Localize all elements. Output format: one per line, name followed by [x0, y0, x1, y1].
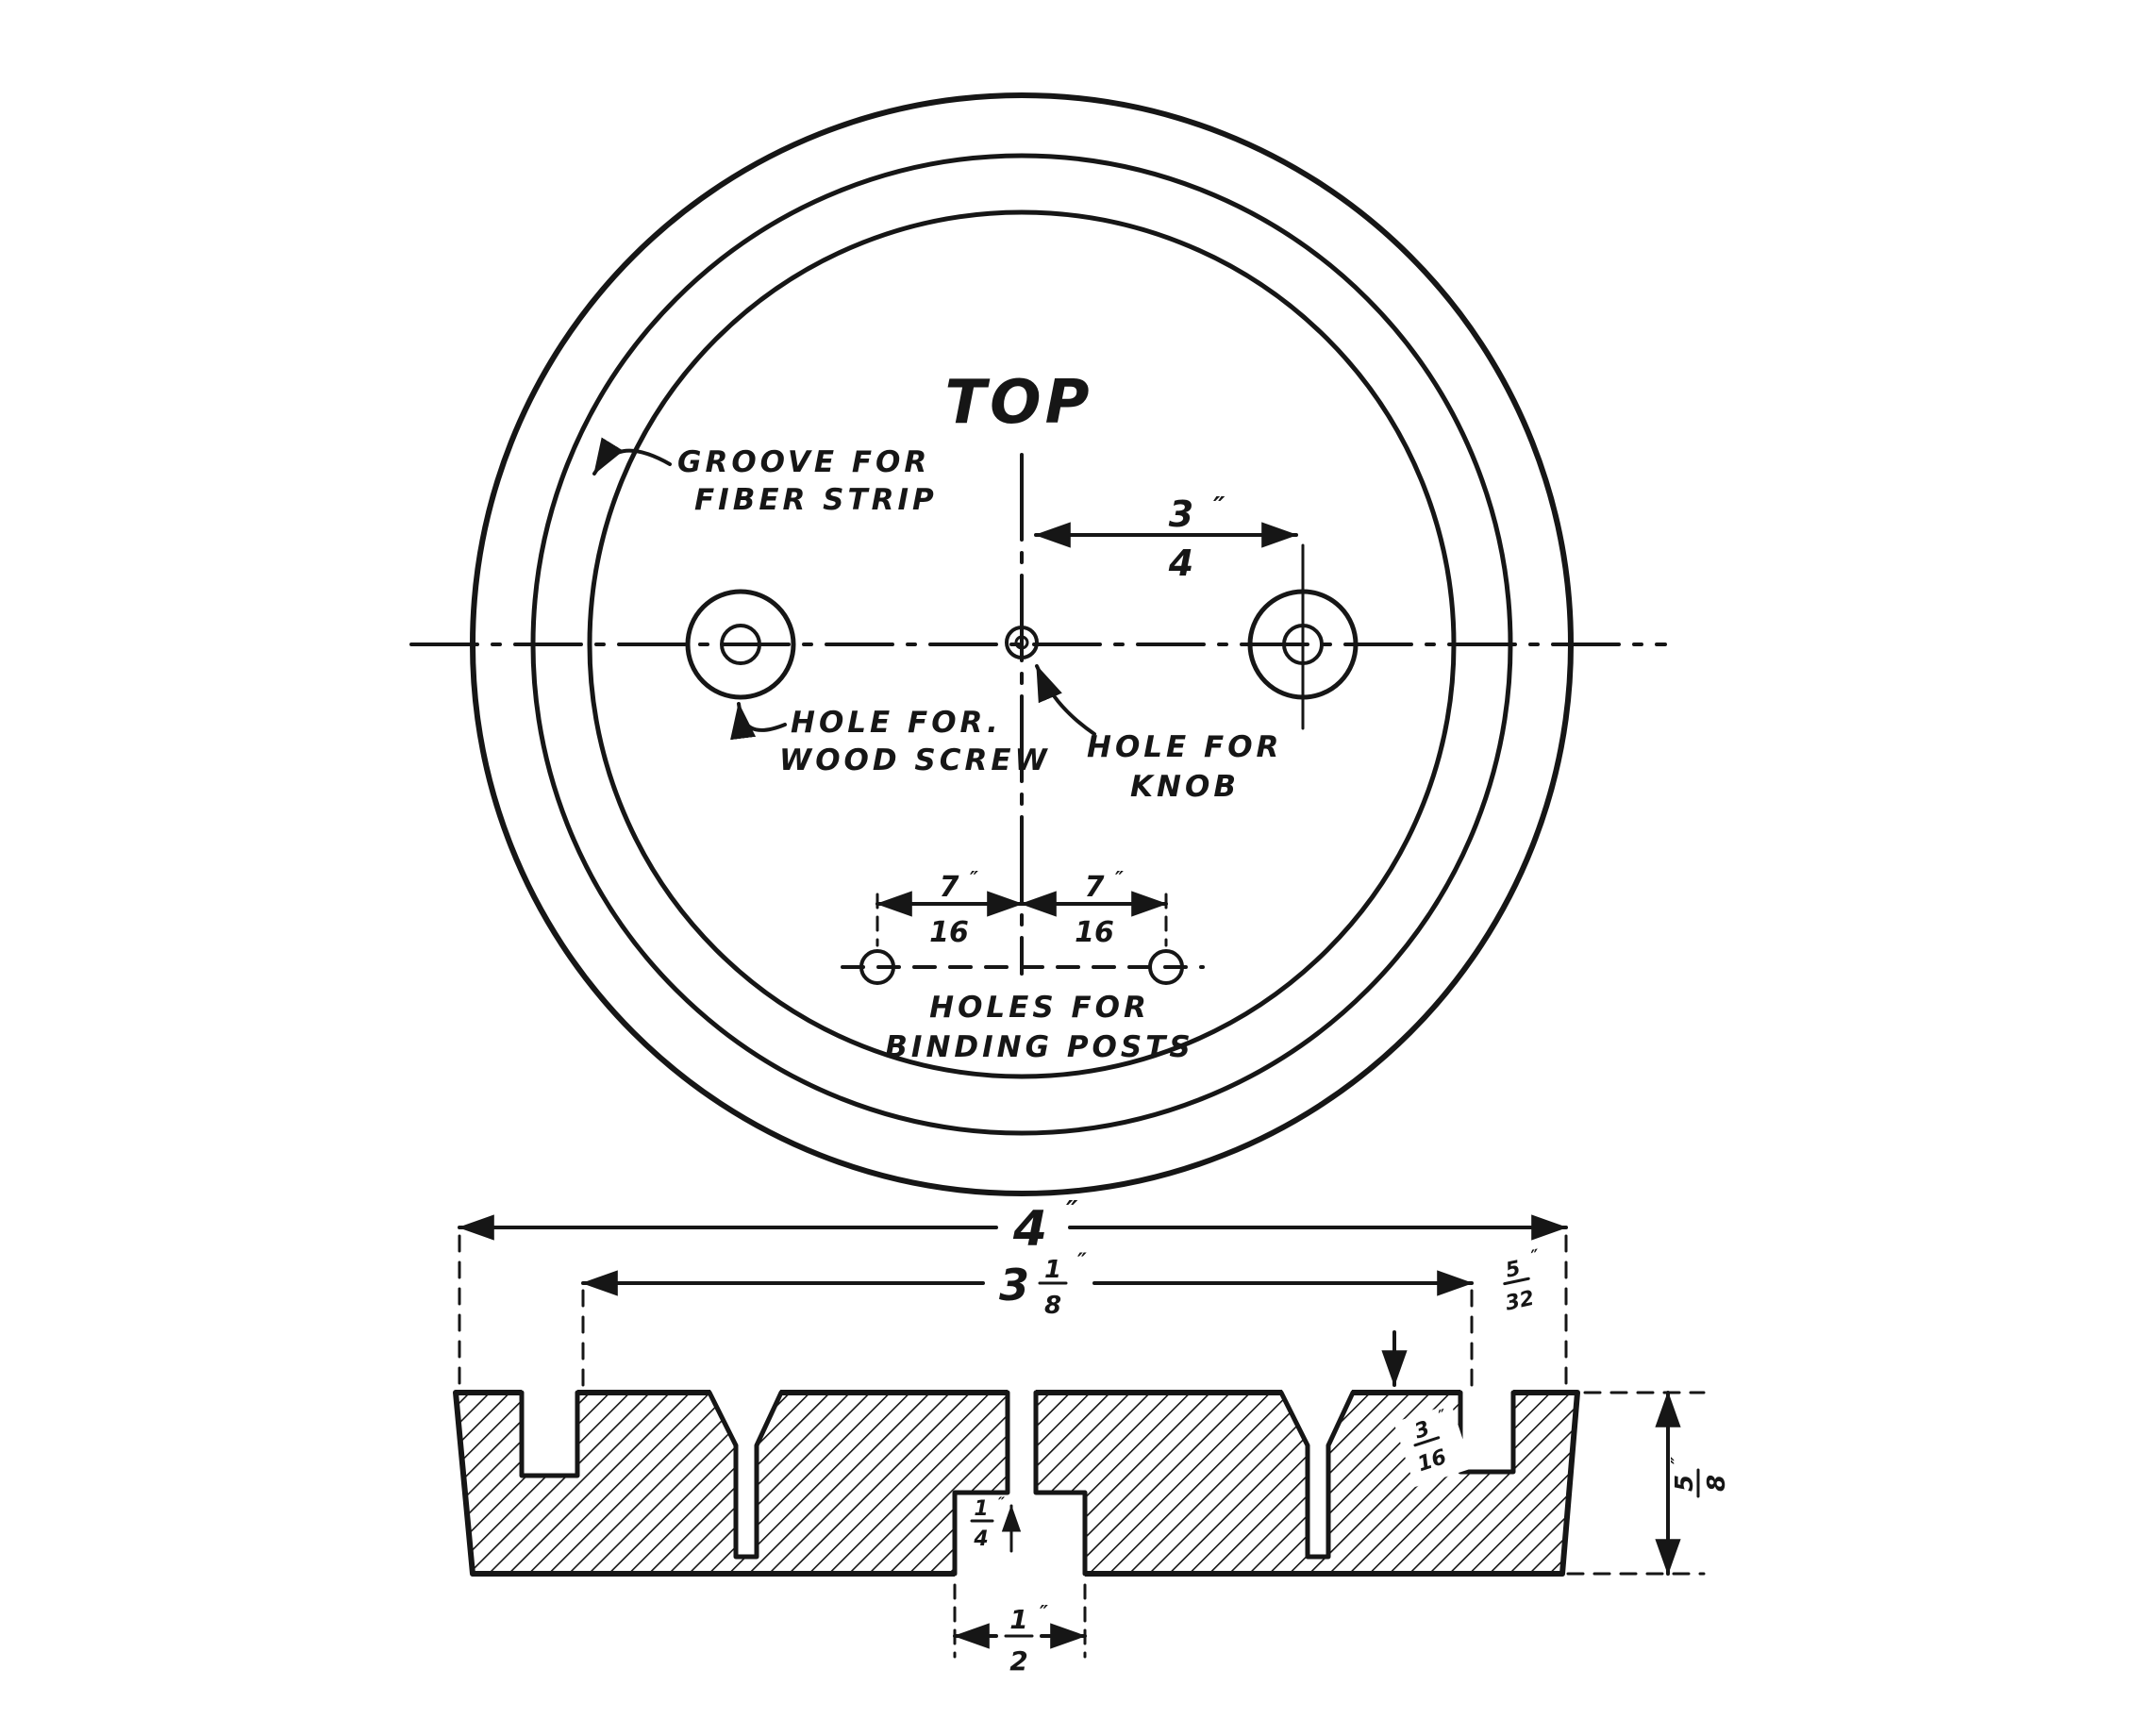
wood-screw-label: HOLE FOR. WOOD SCREW	[730, 702, 1051, 777]
dim-numerator: 3	[1169, 493, 1193, 535]
wood-screw-leader-arrow	[730, 702, 787, 741]
dim-unit: ″	[1529, 1246, 1541, 1267]
top-view: TOP 3 4 ″ GROOVE FOR FIBER STRIP	[409, 92, 1667, 1196]
wood-screw-hole-left	[685, 589, 796, 700]
dim-numerator: 5	[1671, 1475, 1699, 1492]
post-hole-offset-dimension: 5 32 ″	[1503, 1246, 1542, 1316]
knob-label-line1: HOLE FOR	[1087, 730, 1282, 764]
top-view-title: TOP	[945, 368, 1093, 438]
binding-left-dimension: 7 16 ″	[875, 867, 1024, 949]
dim-unit: ″	[1668, 1457, 1688, 1464]
dim-denominator: 16	[1075, 916, 1114, 949]
dim-numerator: 3	[1411, 1417, 1432, 1444]
section-view: 4 ″ 3 1 8 ″ 5 32 ″	[453, 1194, 1731, 1677]
groove-label-line1: GROOVE FOR	[677, 445, 930, 479]
thickness-label: 5 8 ″	[1668, 1457, 1731, 1498]
dim-denominator: 32	[1503, 1287, 1536, 1316]
knob-hole	[1005, 626, 1039, 659]
knob-hole-section: 1 4 ″	[952, 1388, 1088, 1579]
dim-numerator: 7	[1085, 871, 1105, 904]
knob-offset-dimension: 3 4 ″	[1034, 491, 1298, 584]
dim-numerator: 1	[974, 1497, 988, 1521]
counterbore-depth-dimension: 3 16 ″	[1393, 1403, 1473, 1488]
groove-label-line2: FIBER STRIP	[694, 483, 938, 517]
fraction-bar	[1413, 1436, 1441, 1447]
knob-leader-arrow	[1035, 664, 1096, 736]
binding-post-hole-left	[859, 949, 895, 985]
label-backing	[1393, 1403, 1473, 1488]
knob-label-line2: KNOB	[1130, 770, 1240, 804]
dim-numerator: 7	[940, 871, 959, 904]
right-counterbore: 3 16 ″	[1381, 1330, 1516, 1488]
binding-posts-label-line2: BINDING POSTS	[885, 1030, 1193, 1064]
dim-numerator: 5	[1504, 1257, 1523, 1283]
groove-label: GROOVE FOR FIBER STRIP	[592, 437, 938, 517]
knob-label: HOLE FOR KNOB	[1035, 664, 1282, 804]
fraction-bar	[1503, 1277, 1530, 1286]
dim-denominator: 16	[929, 916, 969, 949]
dim-unit: ″	[998, 1494, 1006, 1511]
wood-screw-label-line2: WOOD SCREW	[779, 743, 1051, 777]
wood-screw-hole-right	[1247, 543, 1359, 730]
dim-whole: 3	[999, 1260, 1029, 1310]
dim-unit: ″	[1213, 491, 1226, 522]
groove-diameter-dimension: 3 1 8 ″	[581, 1250, 1474, 1391]
binding-posts-label: HOLES FOR BINDING POSTS	[885, 991, 1193, 1064]
left-groove-slot	[707, 1388, 784, 1560]
dim-denominator: 4	[973, 1527, 988, 1551]
dim-denominator: 8	[1703, 1475, 1731, 1492]
dim-unit: ″	[1115, 867, 1124, 890]
dim-unit: ″	[1066, 1194, 1078, 1226]
binding-posts-label-line1: HOLES FOR	[929, 991, 1150, 1025]
groove-leader-arrow	[592, 437, 672, 476]
knob-hole-dimension: 1 4 ″	[970, 1494, 1022, 1553]
dim-value: 4	[1012, 1201, 1047, 1258]
dim-denominator: 2	[1009, 1645, 1027, 1677]
dim-numerator: 1	[1009, 1604, 1027, 1635]
dim-denominator: 8	[1044, 1292, 1061, 1320]
right-groove-slot	[1278, 1388, 1356, 1560]
dim-unit: ″	[1040, 1601, 1048, 1624]
overall-dimension: 4 ″	[458, 1194, 1568, 1391]
thickness-dimension: 5 8 ″	[1566, 1391, 1731, 1576]
dim-numerator: 1	[1044, 1256, 1061, 1284]
binding-post-hole-right	[1148, 949, 1184, 985]
dim-unit: ″	[1077, 1250, 1087, 1274]
binding-right-dimension: 7 16 ″	[1020, 867, 1168, 949]
recess-width-dimension: 1 2 ″	[953, 1583, 1087, 1677]
left-counterbore	[519, 1388, 580, 1478]
dim-unit: ″	[970, 867, 978, 890]
dim-denominator: 4	[1168, 542, 1193, 584]
wood-screw-label-line1: HOLE FOR.	[791, 706, 1002, 740]
